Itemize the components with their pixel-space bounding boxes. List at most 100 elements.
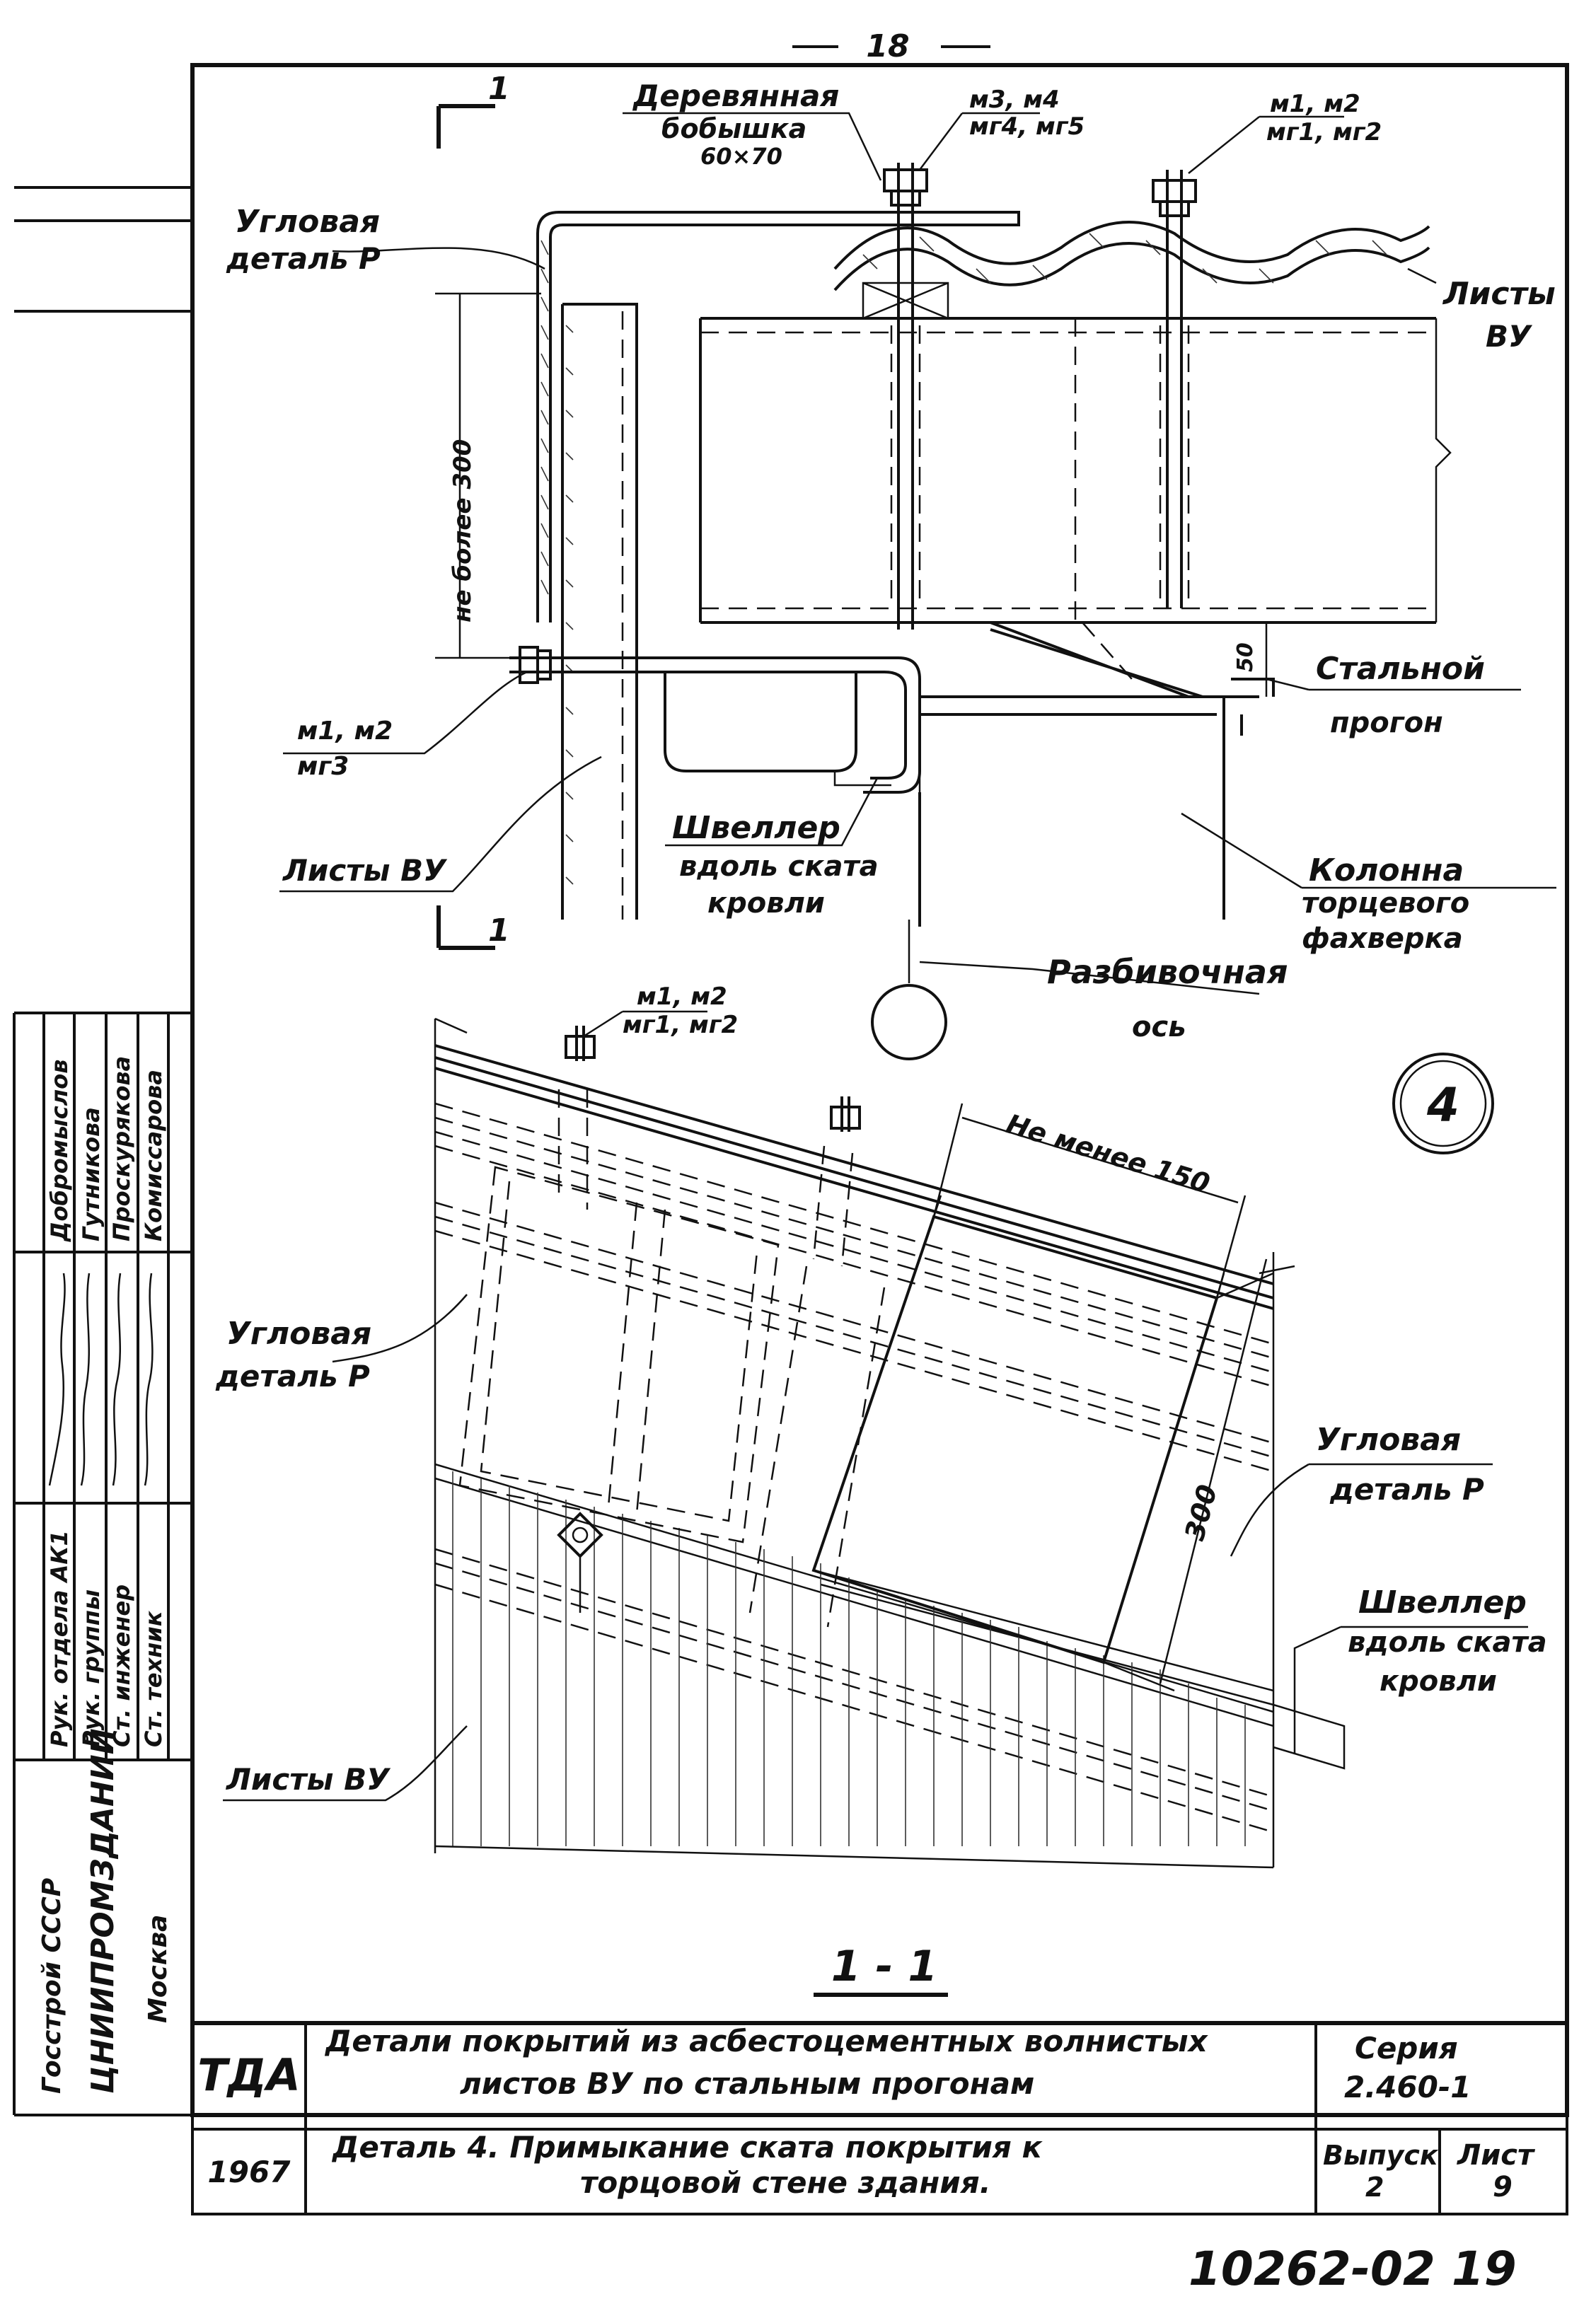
side-stamp: Рук. отдела АК1 Рук. группы Ст. инженер … bbox=[13, 186, 192, 2116]
roof-sheets-corrugated bbox=[833, 221, 1430, 270]
svg-text:Разбивочная: Разбивочная bbox=[1047, 953, 1288, 991]
label-corner-left: Угловая деталь Р bbox=[215, 1294, 468, 1394]
org-moscow: Москва bbox=[144, 1915, 173, 2023]
svg-text:деталь Р: деталь Р bbox=[1329, 1472, 1484, 1507]
svg-text:1: 1 bbox=[488, 913, 510, 949]
label-channel-bottom: Швеллер вдоль ската кровли bbox=[1293, 1585, 1547, 1754]
label-bolts-left: м1, м2 мг3 bbox=[283, 671, 528, 781]
label-sheets-left: Листы ВУ bbox=[279, 755, 602, 893]
role-3: Ст. техник bbox=[140, 1610, 167, 1747]
svg-text:кровли: кровли bbox=[1380, 1665, 1497, 1698]
svg-text:1: 1 bbox=[488, 71, 510, 107]
svg-text:мг1, мг2: мг1, мг2 bbox=[1266, 118, 1382, 146]
name-3: Комиссарова bbox=[140, 1070, 167, 1241]
series-label: Серия bbox=[1355, 2031, 1458, 2066]
section-mark-bottom: 1 bbox=[436, 905, 510, 950]
label-bolts-bottom: м1, м2 мг1, мг2 bbox=[583, 983, 738, 1039]
year: 1967 bbox=[208, 2155, 291, 2189]
svg-text:м1, м2: м1, м2 bbox=[1270, 90, 1360, 118]
bolt-bottom-1 bbox=[557, 1026, 596, 1210]
top-view: 1 1 не более 300 bbox=[226, 71, 1556, 1060]
label-grid-axis: Разбивочная ось bbox=[919, 953, 1288, 1043]
svg-text:деталь Р: деталь Р bbox=[226, 241, 381, 276]
wall-sheets-vu bbox=[561, 303, 638, 920]
dim-300: 300 bbox=[1103, 1258, 1274, 1692]
channel-beam bbox=[552, 656, 921, 794]
wood-block bbox=[862, 282, 949, 320]
column-fachwerk bbox=[920, 621, 1275, 920]
detail-number-4: 4 bbox=[1392, 1053, 1494, 1154]
detail-line-2: торцовой стене здания. bbox=[580, 2165, 991, 2200]
org-gosstroy: Госстрой СССР bbox=[37, 1878, 66, 2094]
svg-text:Листы ВУ: Листы ВУ bbox=[282, 853, 448, 888]
label-channel-top: Швеллер вдоль ската кровли bbox=[665, 777, 879, 920]
svg-text:м1, м2: м1, м2 bbox=[297, 717, 393, 746]
svg-text:Угловая: Угловая bbox=[226, 1316, 371, 1352]
page-number: 18 bbox=[792, 28, 990, 64]
svg-text:4: 4 bbox=[1426, 1078, 1459, 1132]
stamp-roles: Рук. отдела АК1 Рук. группы Ст. инженер … bbox=[46, 1530, 167, 1747]
svg-text:вдоль ската: вдоль ската bbox=[1348, 1626, 1547, 1659]
label-wood-block: Деревянная бобышка 60×70 bbox=[623, 79, 882, 181]
svg-text:Стальной: Стальной bbox=[1316, 651, 1485, 687]
svg-text:Угловая: Угловая bbox=[235, 204, 380, 240]
title-block: ТДА Детали покрытий из асбестоцементных … bbox=[191, 2021, 1568, 2215]
svg-text:Не менее 150: Не менее 150 bbox=[1002, 1108, 1213, 1200]
name-0: Добромыслов bbox=[46, 1060, 73, 1242]
svg-text:Листы: Листы bbox=[1442, 276, 1556, 312]
svg-text:прогон: прогон bbox=[1330, 707, 1443, 739]
stamp-names: Добромыслов Гутникова Проскурякова Комис… bbox=[46, 1056, 167, 1242]
name-1: Гутникова bbox=[78, 1107, 105, 1241]
wall-sheets-hatch bbox=[452, 1471, 1246, 1846]
svg-text:м1, м2: м1, м2 bbox=[637, 983, 727, 1011]
code-tda: ТДА bbox=[197, 2049, 301, 2101]
svg-text:мг1, мг2: мг1, мг2 bbox=[623, 1011, 738, 1039]
svg-text:вдоль ската: вдоль ската bbox=[679, 850, 879, 883]
section-title: 1 - 1 bbox=[814, 1942, 948, 1997]
label-sheets-bottom: Листы ВУ bbox=[223, 1725, 468, 1802]
svg-text:ВУ: ВУ bbox=[1486, 319, 1533, 354]
svg-text:кровли: кровли bbox=[707, 887, 825, 920]
svg-text:Колонна: Колонна bbox=[1309, 852, 1464, 888]
role-0: Рук. отдела АК1 bbox=[46, 1530, 73, 1747]
bolt-left bbox=[509, 646, 637, 684]
svg-text:не более 300: не более 300 bbox=[449, 439, 477, 622]
svg-text:Листы ВУ: Листы ВУ bbox=[225, 1762, 391, 1797]
label-column: Колонна торцевого фахверка bbox=[1181, 812, 1556, 955]
svg-text:Угловая: Угловая bbox=[1316, 1422, 1461, 1458]
svg-text:1 - 1: 1 - 1 bbox=[831, 1942, 937, 1991]
name-2: Проскурякова bbox=[108, 1056, 135, 1241]
sheet-label: Лист bbox=[1457, 2139, 1536, 2172]
label-bolts-m1: м1, м2 мг1, мг2 bbox=[1188, 90, 1382, 174]
bolt-bottom-diamond bbox=[557, 1512, 603, 1613]
dim-50: 50 bbox=[1233, 622, 1268, 697]
org-tsnii: ЦНИИПРОМЗДАНИЙ bbox=[83, 1728, 121, 2094]
sheet-frame bbox=[190, 63, 1569, 2117]
bolt-bottom-2 bbox=[812, 1096, 861, 1267]
steel-purlin bbox=[699, 317, 1436, 624]
svg-text:торцевого: торцевого bbox=[1302, 887, 1469, 920]
title-line-1: Детали покрытий из асбестоцементных волн… bbox=[324, 2024, 1209, 2058]
bottom-view: Не менее 150 300 4 м1, м2 мг1, мг2 Углов… bbox=[215, 983, 1547, 1997]
title-line-2: листов ВУ по стальным прогонам bbox=[460, 2066, 1034, 2101]
svg-text:мг3: мг3 bbox=[297, 752, 349, 781]
sheet-value: 9 bbox=[1493, 2171, 1513, 2203]
label-corner-right: Угловая деталь Р bbox=[1230, 1422, 1493, 1557]
dim-not-more-300: не более 300 bbox=[435, 292, 541, 659]
svg-text:18: 18 bbox=[866, 28, 909, 64]
doc-number: 10262-02 19 bbox=[1189, 2242, 1517, 2296]
issue-label: Выпуск bbox=[1323, 2140, 1439, 2171]
svg-text:бобышка: бобышка bbox=[661, 113, 806, 144]
label-corner-top: Угловая деталь Р bbox=[226, 204, 545, 276]
svg-text:мг4, мг5: мг4, мг5 bbox=[969, 112, 1085, 141]
stamp-signatures bbox=[48, 1273, 154, 1486]
role-1: Рук. группы bbox=[78, 1589, 105, 1747]
label-bolts-m3: м3, м4 мг4, мг5 bbox=[919, 86, 1085, 170]
bolt-m1 bbox=[1152, 170, 1197, 608]
label-steel-purlin: Стальной прогон bbox=[1266, 651, 1521, 739]
channel-outline-dashed bbox=[458, 1166, 886, 1628]
svg-text:м3, м4: м3, м4 bbox=[969, 86, 1060, 114]
svg-text:Швеллер: Швеллер bbox=[1358, 1585, 1527, 1621]
svg-text:Деревянная: Деревянная bbox=[632, 79, 839, 113]
